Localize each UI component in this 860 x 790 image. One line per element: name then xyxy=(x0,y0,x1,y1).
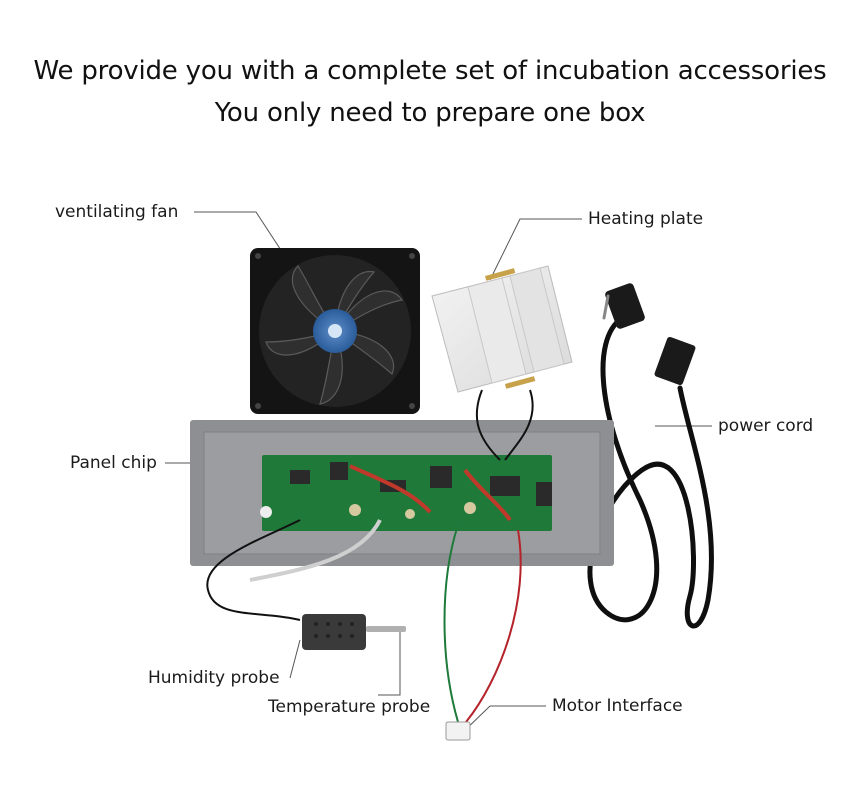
leader-humidity-probe xyxy=(289,639,301,679)
humidity-probe xyxy=(302,614,366,650)
leader-temperature-probe xyxy=(378,632,401,696)
label-power-cord: power cord xyxy=(718,416,814,436)
label-heating-plate: Heating plate xyxy=(588,209,704,229)
wires xyxy=(206,389,534,723)
motor-interface-connector xyxy=(445,721,471,741)
label-panel-chip: Panel chip xyxy=(70,453,157,473)
temperature-probe xyxy=(366,626,406,632)
headline-line-1: We provide you with a complete set of in… xyxy=(33,56,827,86)
leader-fan xyxy=(194,211,291,265)
label-temperature-probe: Temperature probe xyxy=(268,697,431,717)
label-humidity-probe: Humidity probe xyxy=(148,668,280,688)
leader-heating-plate xyxy=(489,218,582,281)
leader-motor-interface xyxy=(459,705,546,736)
headline-line-2: You only need to prepare one box xyxy=(214,98,646,128)
label-motor-interface: Motor Interface xyxy=(552,696,683,716)
ventilating-fan xyxy=(250,248,420,414)
heating-plate xyxy=(431,265,573,393)
label-ventilating-fan: ventilating fan xyxy=(55,202,179,222)
panel-chip-board xyxy=(190,420,614,566)
power-cord xyxy=(587,283,714,629)
